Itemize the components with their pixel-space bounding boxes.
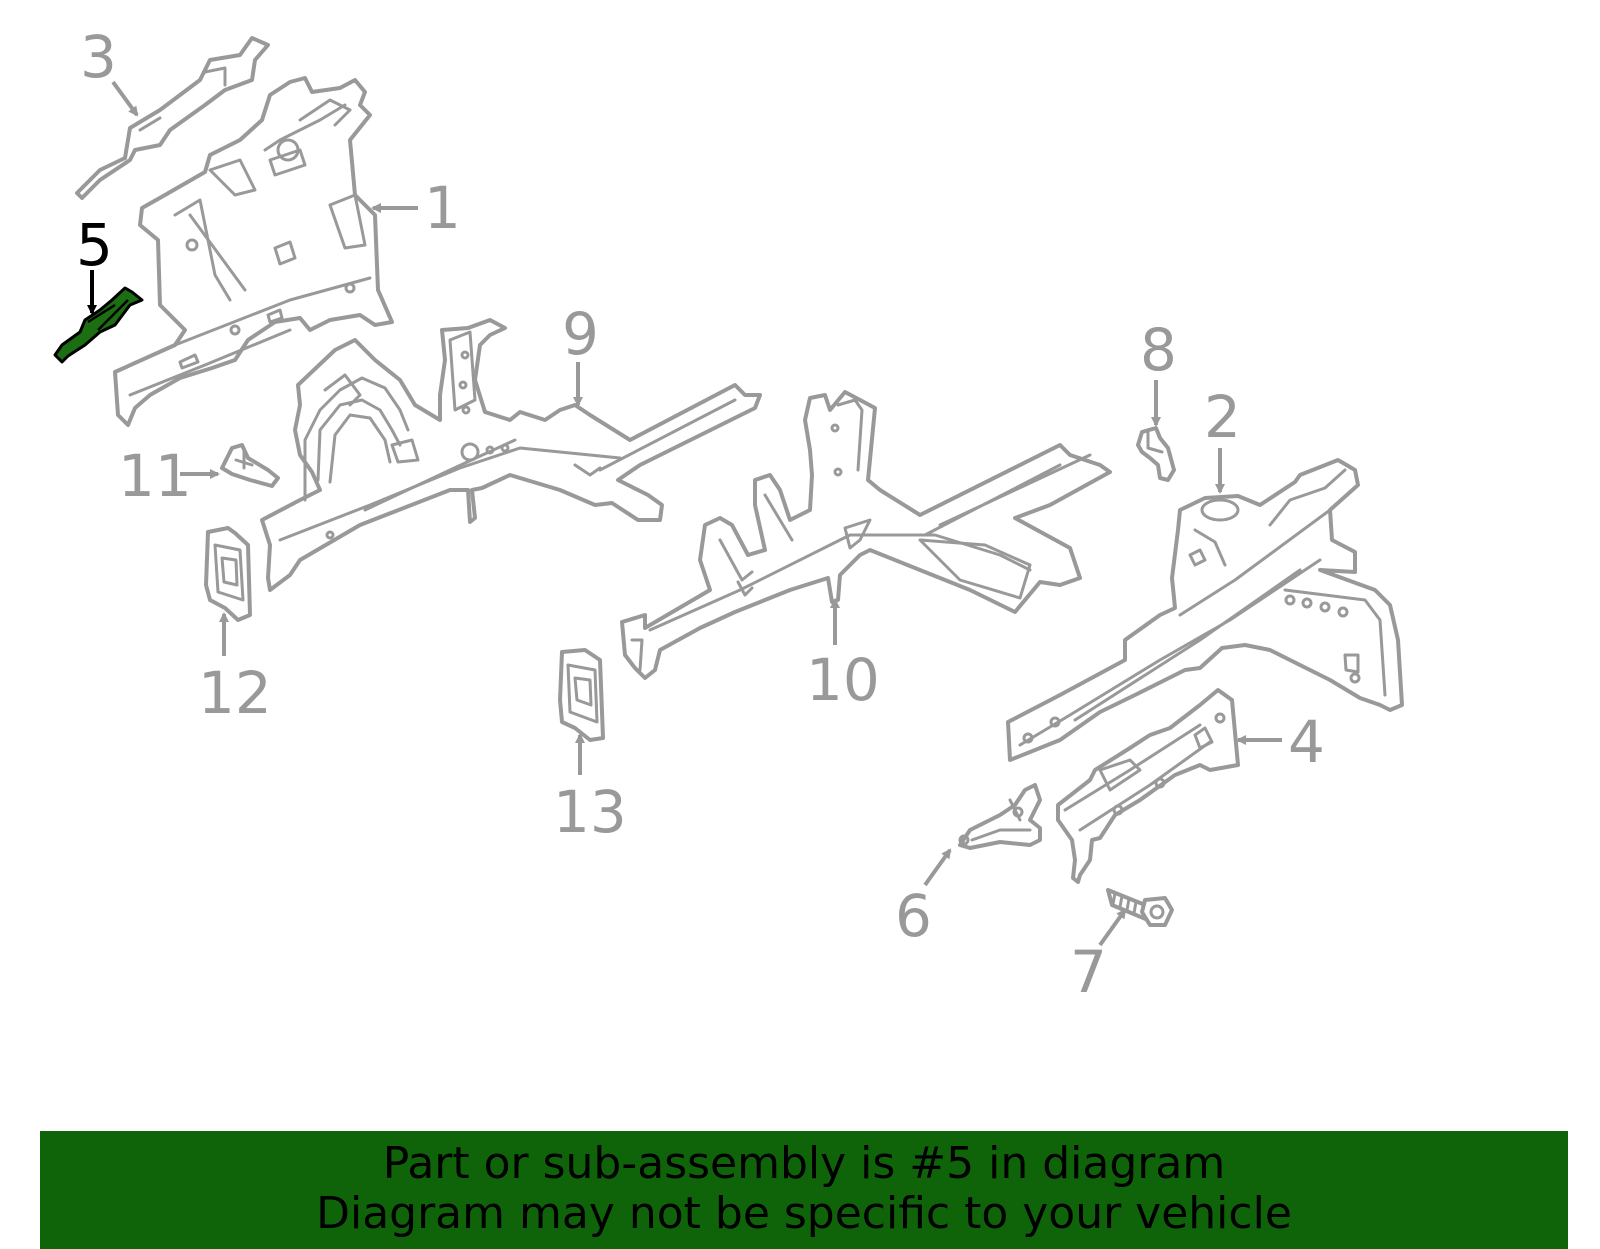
callout-6: 6 (895, 882, 932, 950)
callout-8: 8 (1140, 316, 1177, 384)
callout-11: 11 (118, 442, 192, 510)
part-3-reinforcement[interactable] (75, 36, 270, 200)
part-11-clip[interactable] (220, 443, 280, 488)
part-13-plate[interactable] (558, 648, 605, 742)
part-4-reinforcement[interactable] (1056, 688, 1240, 884)
part-5-bracket-highlighted[interactable] (53, 286, 144, 364)
callout-numbers: 3 1 5 9 8 2 11 12 10 13 4 6 7 (76, 23, 1325, 1006)
callout-3: 3 (80, 23, 117, 91)
callout-leaders (87, 80, 1282, 947)
info-banner: Part or sub-assembly is #5 in diagram Di… (40, 1131, 1568, 1249)
callout-12: 12 (198, 659, 272, 727)
callout-7: 7 (1070, 938, 1107, 1006)
banner-line-2: Diagram may not be specific to your vehi… (316, 1188, 1292, 1239)
leader-7 (1098, 908, 1127, 947)
part-9-side-member[interactable] (260, 318, 762, 592)
leader-6 (923, 848, 952, 887)
banner-line-1: Part or sub-assembly is #5 in diagram (382, 1138, 1226, 1189)
callout-2: 2 (1204, 383, 1241, 451)
callout-5: 5 (76, 211, 113, 279)
leader-3 (111, 80, 139, 117)
part-6-bracket[interactable] (958, 783, 1042, 850)
part-10-side-member[interactable] (620, 390, 1112, 680)
part-8-bracket[interactable] (1136, 426, 1176, 482)
part-7-bolt[interactable] (1106, 888, 1174, 927)
callout-1: 1 (424, 174, 461, 242)
part-1-apron-member[interactable] (113, 76, 394, 427)
part-2-side-member[interactable] (1006, 458, 1404, 762)
callout-9: 9 (562, 300, 599, 368)
callout-13: 13 (553, 778, 627, 846)
part-12-plate[interactable] (204, 526, 252, 622)
callout-4: 4 (1288, 708, 1325, 776)
callout-10: 10 (806, 646, 880, 714)
